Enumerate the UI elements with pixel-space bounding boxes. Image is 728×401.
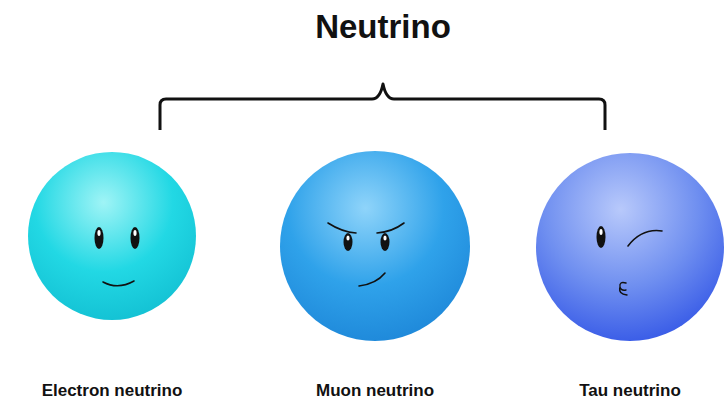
- particle-circle: Muon neutrino: [280, 151, 470, 341]
- circle-shape: [280, 151, 470, 341]
- particle-label: Tau neutrino: [579, 381, 681, 401]
- particle-label: Muon neutrino: [316, 381, 434, 401]
- tau-face: [597, 226, 663, 295]
- circle-shape: [536, 153, 724, 341]
- particle-label: Electron neutrino: [42, 381, 183, 401]
- muon-face: [328, 223, 404, 286]
- title: Neutrino: [315, 8, 451, 46]
- particle-circle: Tau neutrino: [536, 153, 724, 341]
- electron-face: [95, 227, 140, 286]
- particle-circle: Electron neutrino: [28, 152, 196, 320]
- curly-bracket: [160, 84, 605, 130]
- circle-shape: [28, 152, 196, 320]
